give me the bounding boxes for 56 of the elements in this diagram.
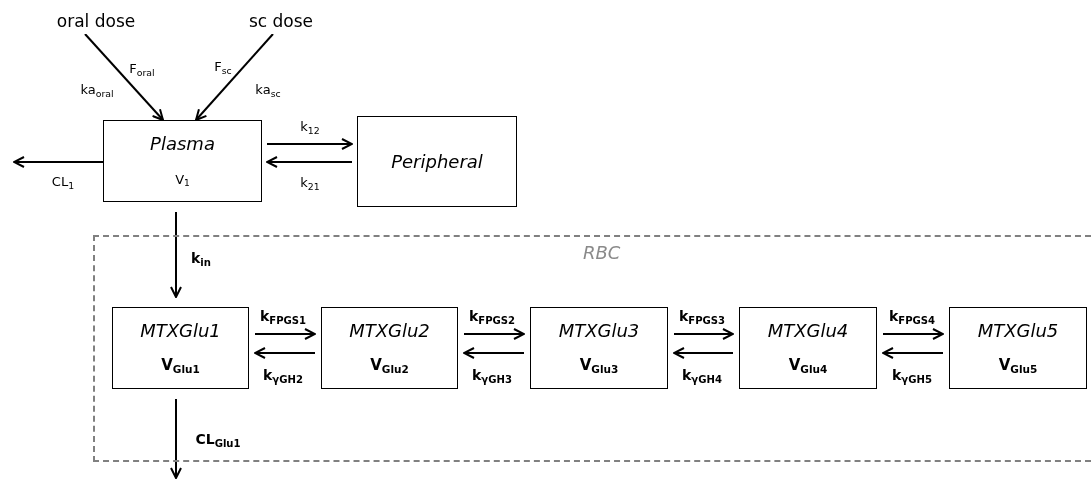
volume-label: V$_{Glu1}$: [161, 357, 200, 376]
arrow: [673, 347, 734, 359]
volume-label: V$_{Glu4}$: [788, 357, 828, 376]
compartment-title: RBC: [583, 243, 621, 263]
compartment-box: [112, 307, 249, 389]
dose-text: oral dose: [56, 11, 136, 31]
rate-constant-label: k$_{FPGS4}$: [887, 309, 937, 327]
arrow: [463, 328, 525, 340]
dose-text: sc dose: [248, 11, 314, 31]
rate-constant-label: k$_{FPGS3}$: [677, 309, 727, 327]
rate-constant-label: F$_{oral}$: [128, 61, 156, 79]
rate-constant-label: k$_{in}$: [190, 251, 212, 269]
compartment-box: [321, 307, 458, 389]
compartment-box: [530, 307, 668, 389]
volume-label: V$_{Glu3}$: [579, 357, 619, 376]
rate-constant-label: k$_{21}$: [299, 175, 321, 193]
arrow: [84, 33, 164, 121]
rate-constant-label: k$_{γGH3}$: [471, 368, 513, 386]
compartment-name: Peripheral: [391, 151, 483, 172]
arrow: [673, 328, 734, 340]
compartment-name: Plasma: [150, 134, 215, 155]
compartment-box: [103, 120, 262, 202]
rate-constant-label: CL$_{Glu1}$: [194, 432, 242, 450]
rate-constant-label: k$_{γGH5}$: [891, 368, 933, 386]
arrow: [254, 347, 316, 359]
rate-constant-label: k$_{γGH2}$: [262, 368, 304, 386]
compartment-box: [739, 307, 877, 389]
compartment-name: MTXGlu5: [977, 320, 1059, 341]
arrow: [266, 156, 353, 168]
compartment-name: MTXGlu4: [767, 320, 849, 341]
rate-constant-label: k$_{FPGS1}$: [258, 309, 308, 327]
arrow: [170, 398, 182, 479]
arrow: [882, 328, 944, 340]
compartment-name: MTXGlu1: [140, 320, 221, 341]
rate-constant-label: ka$_{oral}$: [79, 82, 115, 100]
dashed-compartment-boundary: [93, 235, 1091, 462]
compartment-box: [357, 116, 517, 207]
arrow: [882, 347, 944, 359]
arrow: [195, 33, 274, 121]
rate-constant-label: CL$_{1}$: [50, 174, 76, 192]
compartment-box: [949, 307, 1087, 389]
volume-label: V$_{Glu2}$: [370, 357, 409, 376]
arrow: [13, 156, 104, 168]
arrow: [170, 211, 182, 298]
volume-label: V$_{1}$: [175, 172, 190, 188]
arrow: [266, 138, 353, 150]
volume-label: V$_{Glu5}$: [998, 357, 1038, 376]
compartment-name: MTXGlu3: [558, 320, 640, 341]
rate-constant-label: ka$_{sc}$: [254, 82, 282, 100]
rate-constant-label: k$_{FPGS2}$: [467, 309, 517, 327]
rate-constant-label: k$_{γGH4}$: [681, 368, 723, 386]
rate-constant-label: F$_{sc}$: [213, 59, 233, 77]
arrow: [463, 347, 525, 359]
compartment-name: MTXGlu2: [349, 320, 430, 341]
rate-constant-label: k$_{12}$: [299, 119, 321, 137]
arrow: [254, 328, 316, 340]
